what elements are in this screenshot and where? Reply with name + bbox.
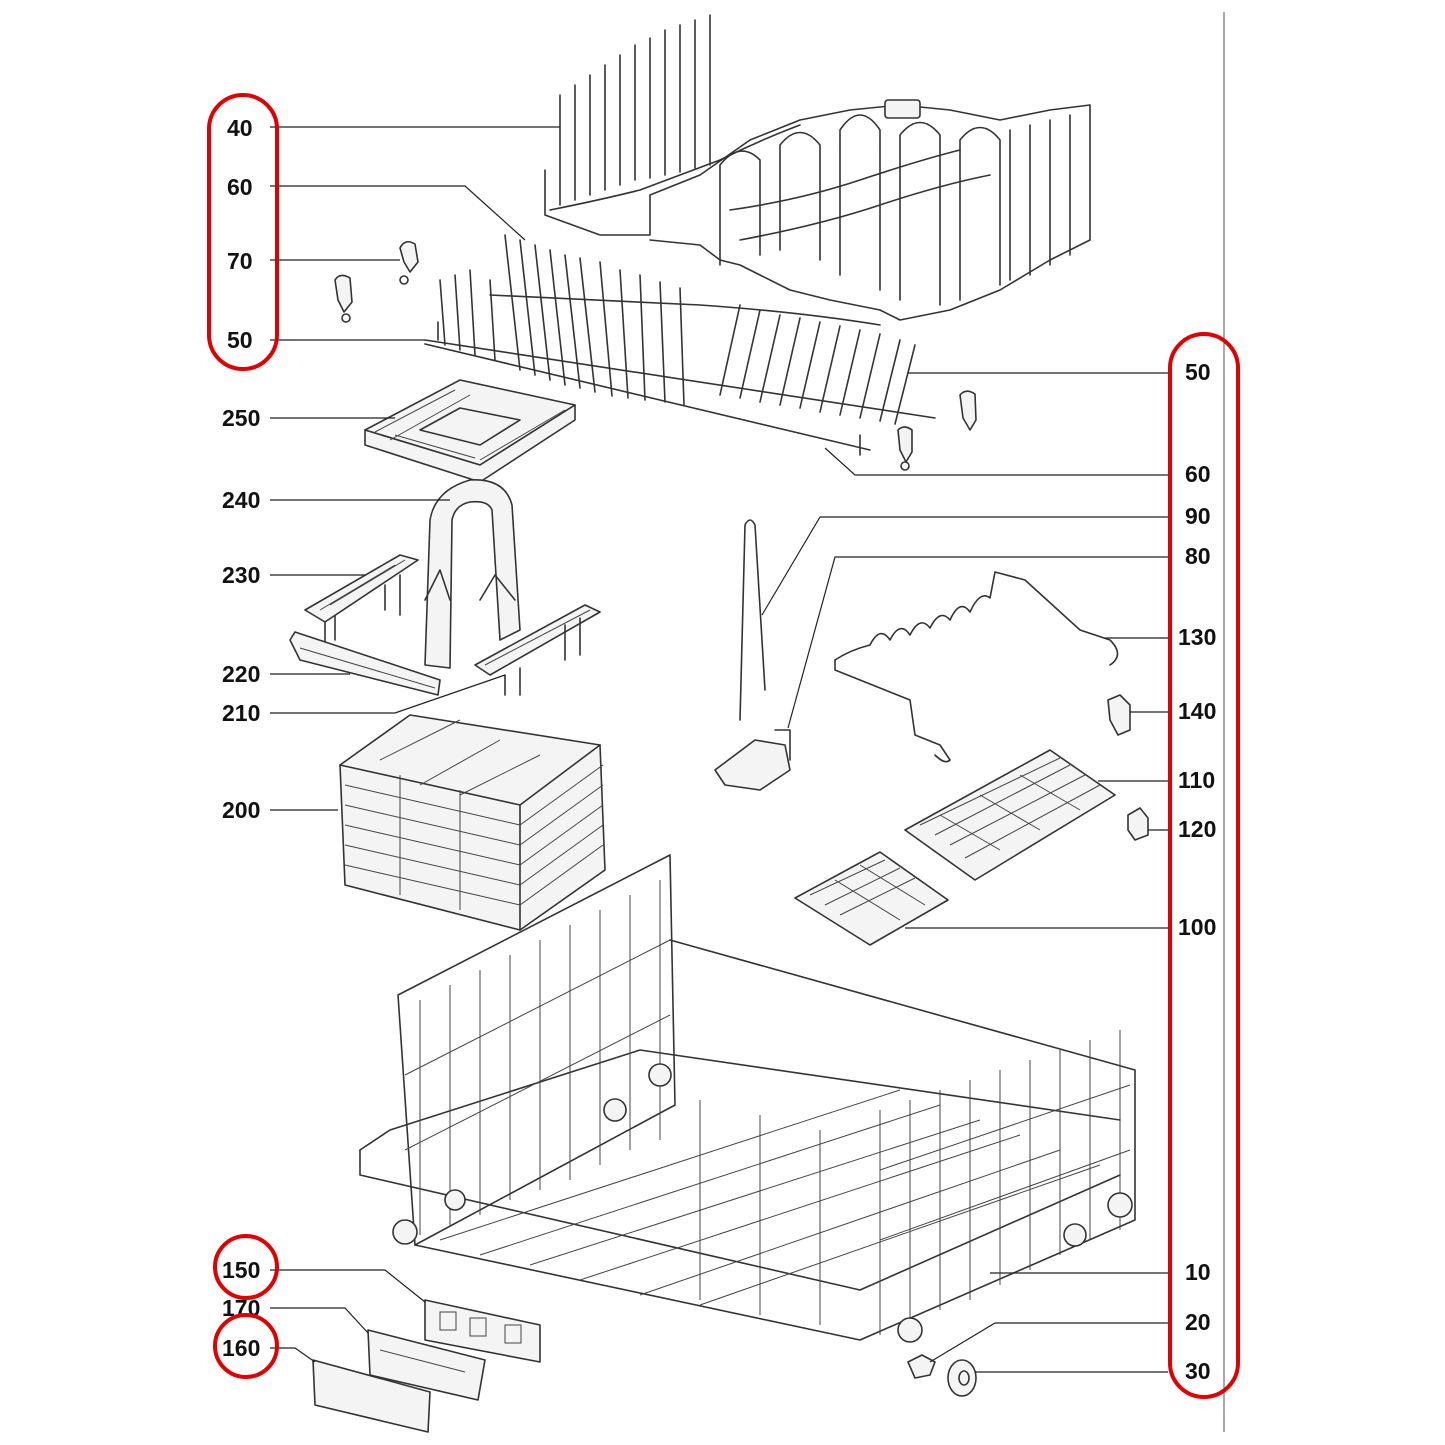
part-220-cutlery-insert <box>289 631 441 696</box>
label-70: 70 <box>227 248 253 274</box>
part-200-cutlery-basket <box>339 714 606 931</box>
part-160-cover <box>312 1359 431 1433</box>
labels-right: 50 60 90 80 130 140 110 120 100 10 20 30 <box>1178 359 1216 1384</box>
label-160: 160 <box>222 1335 260 1361</box>
highlight-marks <box>207 93 1240 1399</box>
part-120-latch <box>1127 807 1149 841</box>
label-80: 80 <box>1185 543 1211 569</box>
leader-lines <box>270 126 1168 1373</box>
label-140: 140 <box>1178 698 1216 724</box>
part-240-handle <box>424 479 521 669</box>
part-70-clip <box>334 240 977 471</box>
label-150: 150 <box>222 1257 260 1283</box>
part-130-wire-frame <box>834 571 1119 763</box>
label-60: 60 <box>227 174 253 200</box>
label-130: 130 <box>1178 624 1216 650</box>
part-40-cup-rack <box>544 14 1091 321</box>
part-60-tine-row <box>439 234 916 425</box>
label-20: 20 <box>1185 1309 1211 1335</box>
highlight-150 <box>213 1234 279 1300</box>
part-140-latch <box>1107 694 1131 736</box>
label-120: 120 <box>1178 816 1216 842</box>
label-40: 40 <box>227 115 253 141</box>
part-10-lower-basket <box>359 854 1136 1343</box>
part-20-clip <box>907 1354 936 1379</box>
part-210-cutlery-insert <box>474 604 601 696</box>
labels-left: 40 60 70 50 250 240 230 220 210 200 150 … <box>222 115 260 1361</box>
label-10: 10 <box>1185 1259 1211 1285</box>
part-250-square-tray <box>364 379 576 483</box>
label-240: 240 <box>222 487 260 513</box>
label-220: 220 <box>222 661 260 687</box>
part-100-shelf <box>794 851 949 946</box>
part-30-wheel <box>947 1359 977 1397</box>
part-50-rod <box>424 321 936 456</box>
label-50: 50 <box>227 327 253 353</box>
label-100: 100 <box>1178 914 1216 940</box>
label-200: 200 <box>222 797 260 823</box>
part-230-cutlery-insert <box>304 554 419 646</box>
label-60-right: 60 <box>1185 461 1211 487</box>
part-80-holder <box>714 729 791 791</box>
label-230: 230 <box>222 562 260 588</box>
label-250: 250 <box>222 405 260 431</box>
highlight-right-group <box>1168 332 1240 1399</box>
label-110: 110 <box>1178 767 1215 793</box>
part-90-support-rod <box>739 519 766 721</box>
label-50-right: 50 <box>1185 359 1211 385</box>
part-170-cover <box>367 1329 486 1401</box>
highlight-left-group <box>207 93 279 371</box>
label-30: 30 <box>1185 1358 1211 1384</box>
label-90: 90 <box>1185 503 1211 529</box>
part-150-cover <box>424 1299 541 1363</box>
part-110-cup-shelf <box>904 749 1116 881</box>
label-210: 210 <box>222 700 260 726</box>
highlight-160 <box>213 1313 279 1379</box>
